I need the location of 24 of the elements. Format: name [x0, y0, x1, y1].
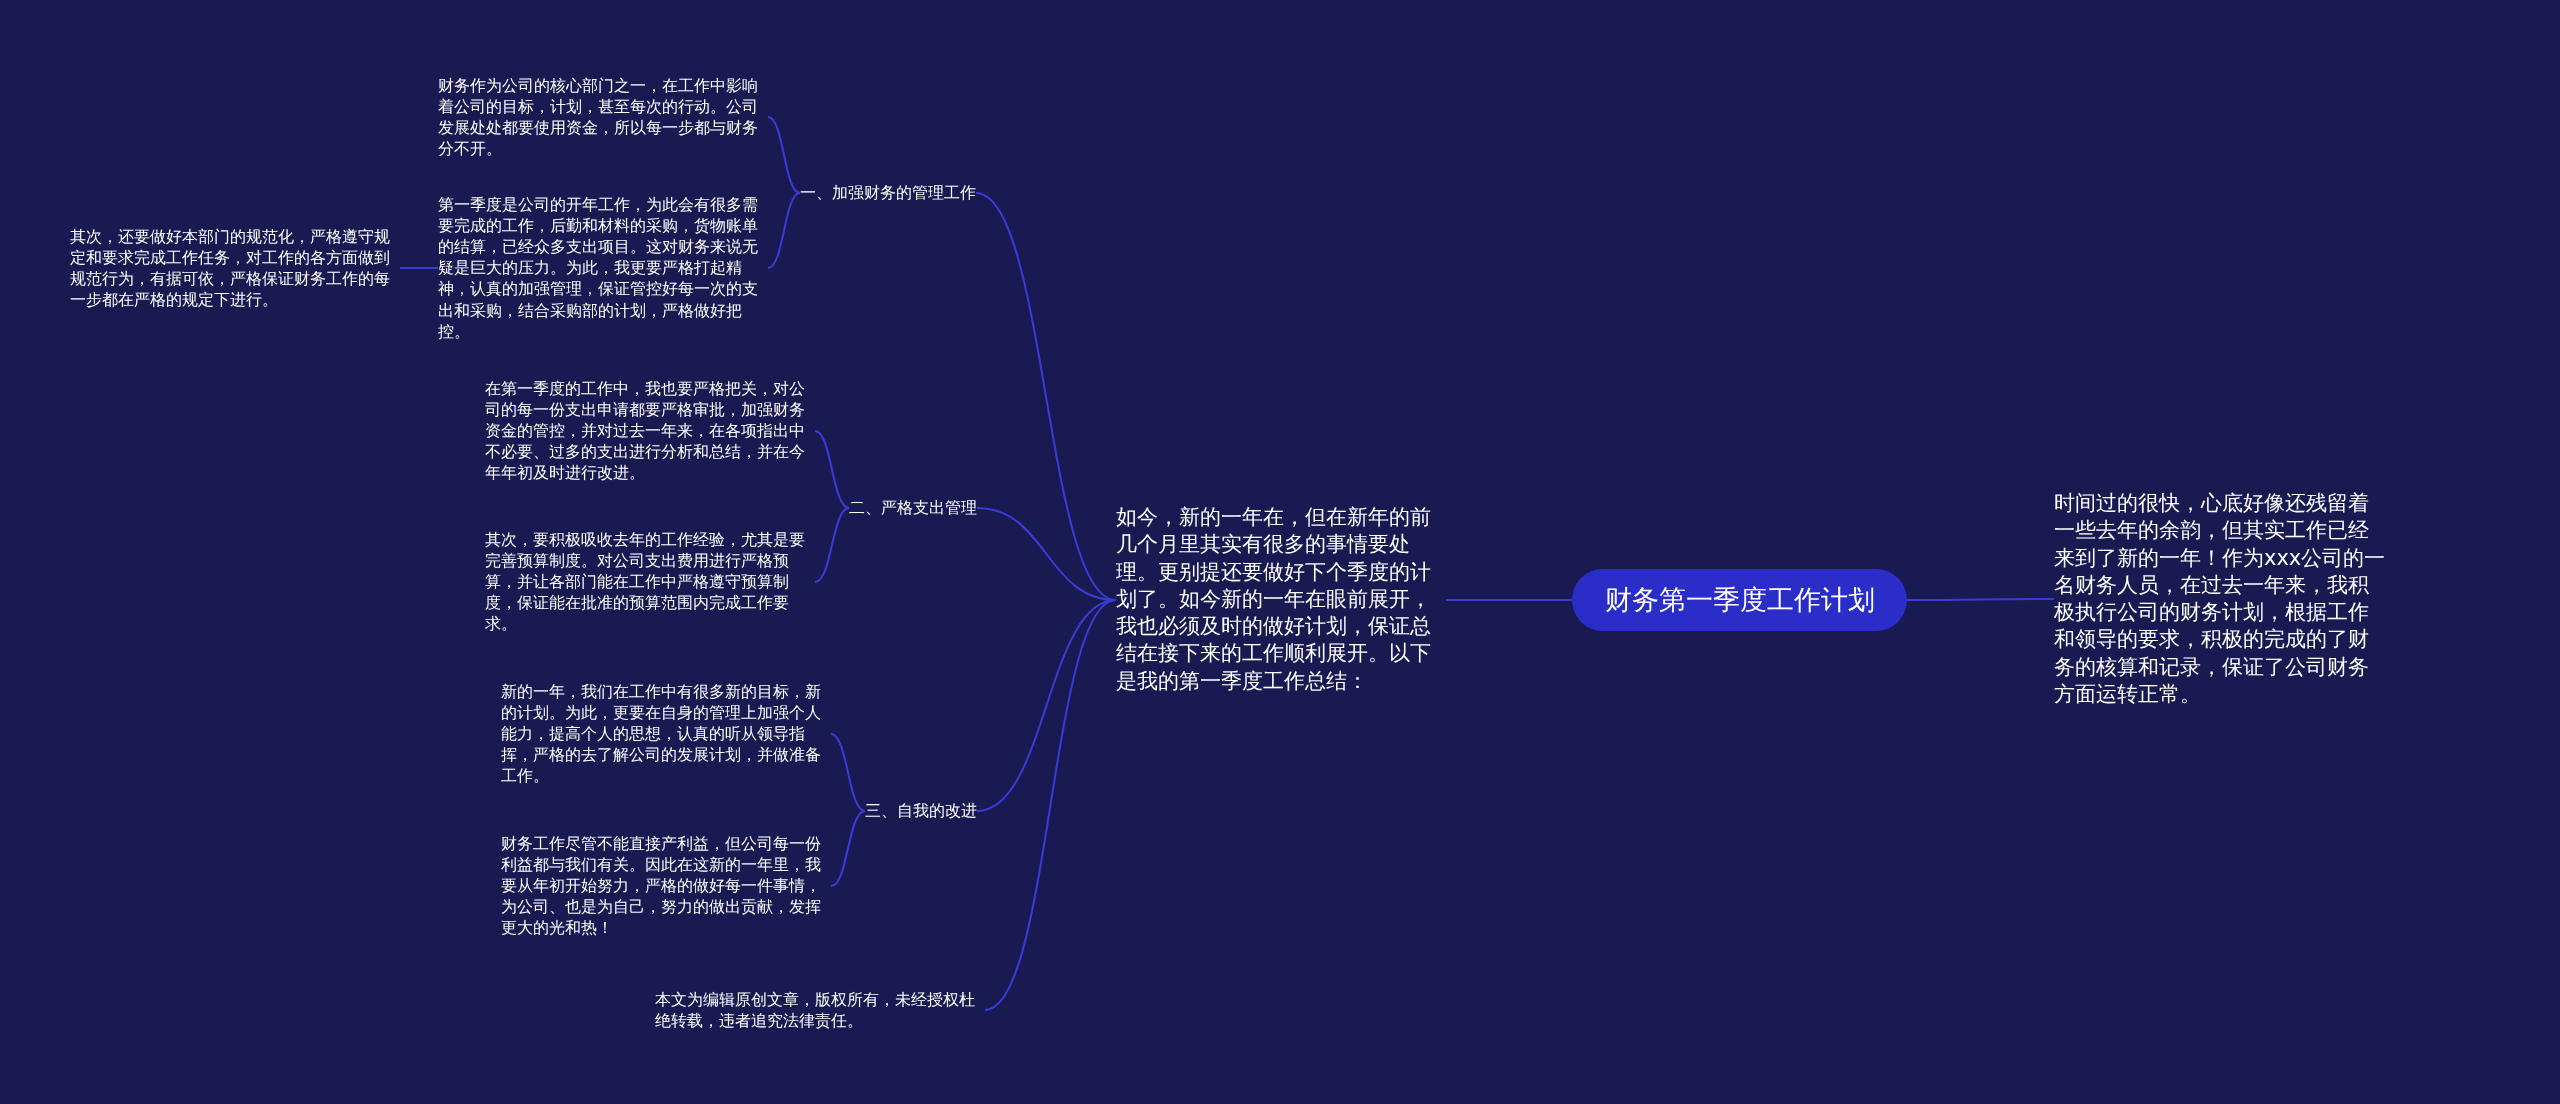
connector-line: [830, 810, 866, 887]
connector-line: [814, 507, 850, 583]
connector-line: [1445, 599, 1573, 601]
paragraph-text: 如今，新的一年在，但在新年的前几个月里其实有很多的事情要处理。更别提还要做好下个季度的计划了。如今新的一年在眼前展开，我也必须及时的做好计划，保证总结在接下来的工作顺利展开。以下是我的第一季度工作总结：: [1116, 504, 1432, 696]
branch-label: 一、加强财务的管理工作: [800, 182, 976, 204]
connector-line: [814, 430, 850, 509]
connector-line: [399, 267, 439, 269]
connector-line: [984, 599, 1117, 1011]
paragraph-text: 在第一季度的工作中，我也要严格把关，对公司的每一份支出申请都要严格审批，加强财务资金的管控，并对过去一年来，在各项指出中不必要、过多的支出进行分析和总结，并在今年年初及时进行改进。: [485, 378, 806, 484]
paragraph-text: 时间过的很快，心底好像还残留着一些去年的余韵，但其实工作已经来到了新的一年！作为xxx公司的一名财务人员，在过去一年来，我积极执行公司的财务计划，根据工作和领导的要求，积极的完成的了财务的核算和记录，保证了公司财务方面运转正常。: [2054, 489, 2387, 708]
paragraph-text: 其次，还要做好本部门的规范化，严格遵守规定和要求完成工作任务，对工作的各方面做到规范行为，有据可依，严格保证财务工作的每一步都在严格的规定下进行。: [70, 225, 391, 311]
paragraph-text: 第一季度是公司的开年工作，为此会有很多需要完成的工作，后勤和材料的采购，货物账单的结算，已经众多支出项目。这对财务来说无疑是巨大的压力。为此，我更要严格打起精神，认真的加强管理，保证管控好每一次的支出和采购，结合采购部的计划，严格做好把控。: [438, 194, 759, 342]
connector-line: [767, 116, 801, 194]
branch-label: 三、自我的改进: [865, 800, 977, 822]
paragraph-text: 财务作为公司的核心部门之一，在工作中影响着公司的目标，计划，甚至每次的行动。公司发展处处都要使用资金，所以每一步都与财务分不开。: [438, 74, 759, 160]
paragraph-text: 其次，要积极吸收去年的工作经验，尤其是要完善预算制度。对公司支出费用进行严格预算，并让各部门能在工作中严格遵守预算制度，保证能在批准的预算范围内完成工作要求。: [485, 529, 806, 635]
branch-label: 二、严格支出管理: [849, 497, 977, 519]
paragraph-text: 本文为编辑原创文章，版权所有，未经授权杜绝转载，违者追究法律责任。: [655, 988, 976, 1032]
connector-line: [830, 733, 866, 812]
topic-pill: 财务第一季度工作计划: [1572, 569, 1907, 631]
paragraph-text: 新的一年，我们在工作中有很多新的目标，新的计划。为此，更要在自身的管理上加强个人能力，提高个人的思想，认真的听从领导指挥，严格的去了解公司的发展计划，并做准备工作。: [501, 681, 822, 787]
connector-line: [1906, 598, 2055, 601]
connector-line: [767, 192, 801, 269]
paragraph-text: 财务工作尽管不能直接产利益，但公司每一份利益都与我们有关。因此在这新的一年里，我要从年初开始努力，严格的做好每一件事情，为公司、也是为自己，努力的做出贡献，发挥更大的光和热！: [501, 833, 822, 939]
